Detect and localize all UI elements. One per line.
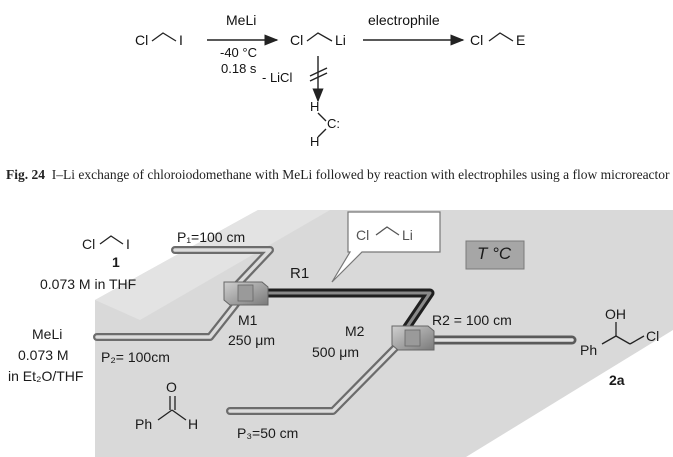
product-number: 2a (609, 372, 625, 388)
meli-solvent: in Et₂O/THF (8, 368, 84, 384)
temperature-label: T °C (477, 244, 512, 263)
label-m2-size: 500 μm (312, 344, 359, 360)
scheme-final-cl: Cl (470, 32, 484, 48)
mixer-m2 (391, 325, 435, 351)
carbene-c: C: (327, 116, 340, 131)
scheme-reactant-cl: Cl (135, 32, 149, 48)
scheme-reagent-meli: MeLi (226, 12, 257, 28)
scheme-bonds (151, 32, 514, 138)
product-oh: OH (605, 306, 626, 322)
scheme-arrows (207, 34, 465, 103)
reactant1-i: I (126, 236, 130, 252)
scheme-reagent-electrophile: electrophile (368, 12, 440, 28)
product-cl: Cl (646, 328, 660, 344)
label-m2: M2 (345, 323, 365, 339)
bubble-cl: Cl (356, 227, 370, 243)
product-ph: Ph (580, 342, 598, 358)
scheme-final-e: E (516, 32, 526, 48)
label-p3: P₃=50 cm (237, 425, 299, 441)
reactant1-bonds (99, 235, 124, 245)
scheme-time: 0.18 s (221, 61, 257, 76)
figure-caption: Fig. 24 I–Li exchange of chloroiodometha… (6, 166, 671, 183)
aldehyde-ph: Ph (135, 416, 153, 432)
product-2a-bonds (601, 322, 645, 345)
intermediate-bubble (331, 211, 441, 283)
scheme-side-elimination: - LiCl (262, 70, 293, 85)
scheme-product-cl: Cl (290, 32, 304, 48)
label-r2: R2 = 100 cm (432, 312, 512, 328)
bubble-li: Li (402, 227, 413, 243)
meli-concentration: 0.073 M (18, 347, 69, 363)
carbene-h-bottom: H (310, 134, 320, 149)
blocked-mark (309, 67, 328, 77)
reactant1-cl: Cl (82, 236, 96, 252)
reactant1-concentration: 0.073 M in THF (40, 276, 137, 292)
caption-label: Fig. 24 (6, 167, 45, 182)
label-r1: R1 (290, 265, 310, 282)
label-m1-size: 250 μm (228, 332, 275, 348)
scheme-reactant-i: I (179, 32, 183, 48)
scheme-temperature: -40 °C (220, 45, 257, 60)
scheme-product-li: Li (335, 32, 346, 48)
label-p1: P₁=100 cm (177, 229, 246, 245)
carbene-h-top: H (310, 99, 320, 114)
temperature-box (465, 240, 525, 270)
aldehyde-o: O (166, 379, 177, 395)
label-p2: P₂= 100cm (101, 349, 170, 365)
temperature-plate (95, 210, 673, 457)
tubes (93, 246, 577, 415)
reactant1-number: 1 (112, 254, 120, 270)
meli-label: MeLi (32, 326, 63, 342)
label-m1: M1 (238, 312, 258, 328)
caption-text: I–Li exchange of chloroiodomethane with … (51, 167, 670, 182)
benzaldehyde-bonds (157, 396, 187, 421)
aldehyde-h: H (188, 416, 199, 432)
mixer-m1 (223, 281, 269, 306)
